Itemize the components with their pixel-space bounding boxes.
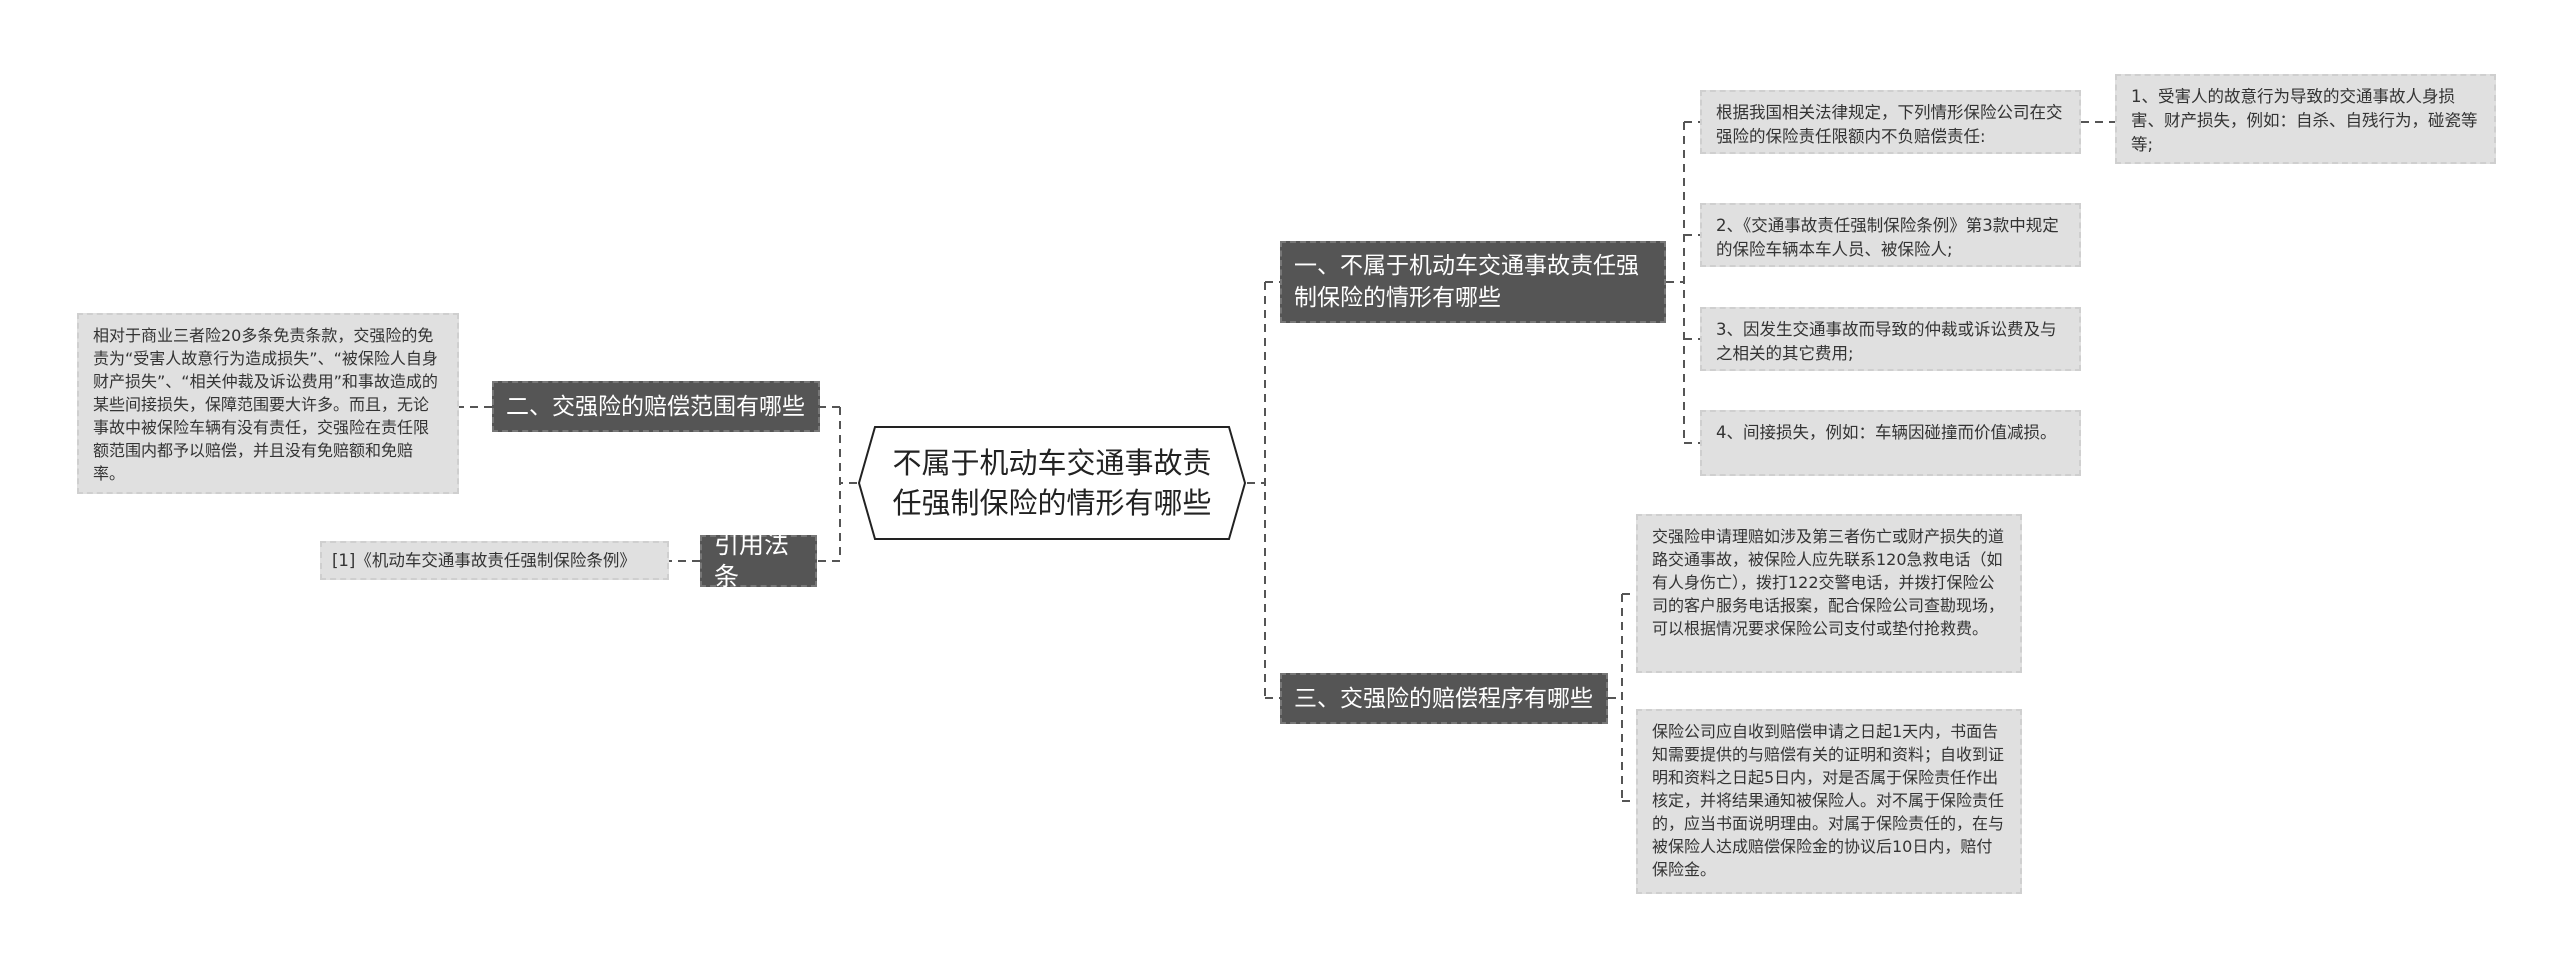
- leaf-b1-0[interactable]: 根据我国相关法律规定，下列情形保险公司在交强险的保险责任限额内不负赔偿责任:: [1700, 90, 2081, 154]
- leaf-b1-2[interactable]: 3、因发生交通事故而导致的仲裁或诉讼费及与之相关的其它费用;: [1700, 307, 2081, 371]
- subleaf-b1[interactable]: 1、受害人的故意行为导致的交通事故人身损害、财产损失，例如：自杀、自残行为，碰瓷…: [2115, 74, 2496, 164]
- leaf-b2[interactable]: 相对于商业三者险20多条免责条款，交强险的免责为“受害人故意行为造成损失”、“被…: [77, 313, 459, 494]
- branch-1[interactable]: 一、不属于机动车交通事故责任强制保险的情形有哪些: [1280, 241, 1666, 323]
- branch-2[interactable]: 二、交强险的赔偿范围有哪些: [492, 381, 820, 432]
- leaf-b3-0[interactable]: 交强险申请理赔如涉及第三者伤亡或财产损失的道路交通事故，被保险人应先联系120急…: [1636, 514, 2022, 673]
- branch-1-label: 一、不属于机动车交通事故责任强制保险的情形有哪些: [1294, 253, 1639, 311]
- leaf-b1-1[interactable]: 2、《交通事故责任强制保险条例》第3款中规定的保险车辆本车人员、被保险人;: [1700, 203, 2081, 267]
- branch-ref-label: 引用法条: [714, 530, 790, 591]
- branch-3[interactable]: 三、交强险的赔偿程序有哪些: [1280, 673, 1608, 724]
- branch-2-label: 二、交强险的赔偿范围有哪些: [506, 393, 805, 420]
- root-title: 不属于机动车交通事故责任强制保险的情形有哪些: [892, 446, 1212, 520]
- leaf-ref[interactable]: [1]《机动车交通事故责任强制保险条例》: [320, 541, 669, 580]
- leaf-b1-3[interactable]: 4、间接损失，例如：车辆因碰撞而价值减损。: [1700, 410, 2081, 476]
- branch-3-label: 三、交强险的赔偿程序有哪些: [1294, 685, 1593, 712]
- branch-ref[interactable]: 引用法条: [700, 530, 817, 591]
- root-node-border: [857, 426, 1247, 540]
- root-node[interactable]: 不属于机动车交通事故责任强制保险的情形有哪些: [857, 425, 1247, 541]
- leaf-b3-1[interactable]: 保险公司应自收到赔偿申请之日起1天内，书面告知需要提供的与赔偿有关的证明和资料；…: [1636, 709, 2022, 894]
